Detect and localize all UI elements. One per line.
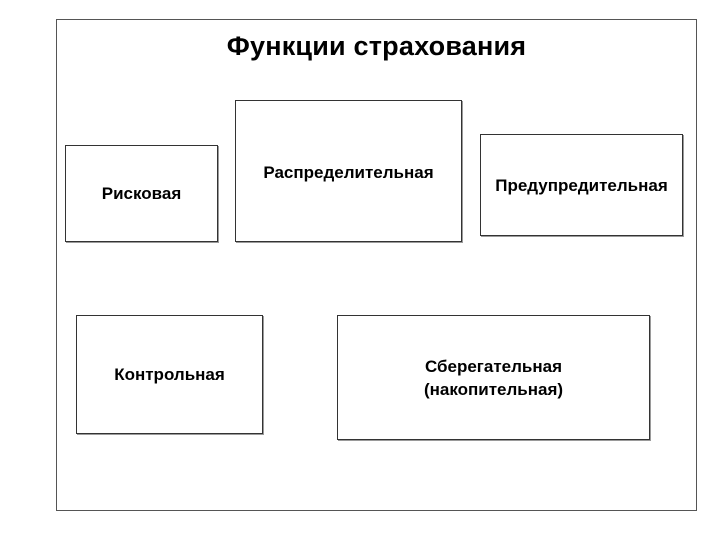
diagram-title: Функции страхования <box>226 31 527 61</box>
function-label-distributive: Распределительная <box>263 163 434 182</box>
function-label-risk: Рисковая <box>101 184 182 203</box>
function-label-preventive: Предупредительная <box>495 175 668 195</box>
function-label-control: Контрольная <box>114 365 225 384</box>
function-box-control: Контрольная <box>76 315 263 434</box>
function-box-risk: Рисковая <box>65 145 218 242</box>
function-box-distributive: Распределительная <box>235 100 462 242</box>
function-label-savings: Сберегательная (накопительная) <box>423 356 564 399</box>
function-box-savings: Сберегательная (накопительная) <box>337 315 650 440</box>
function-box-preventive: Предупредительная <box>480 134 683 236</box>
